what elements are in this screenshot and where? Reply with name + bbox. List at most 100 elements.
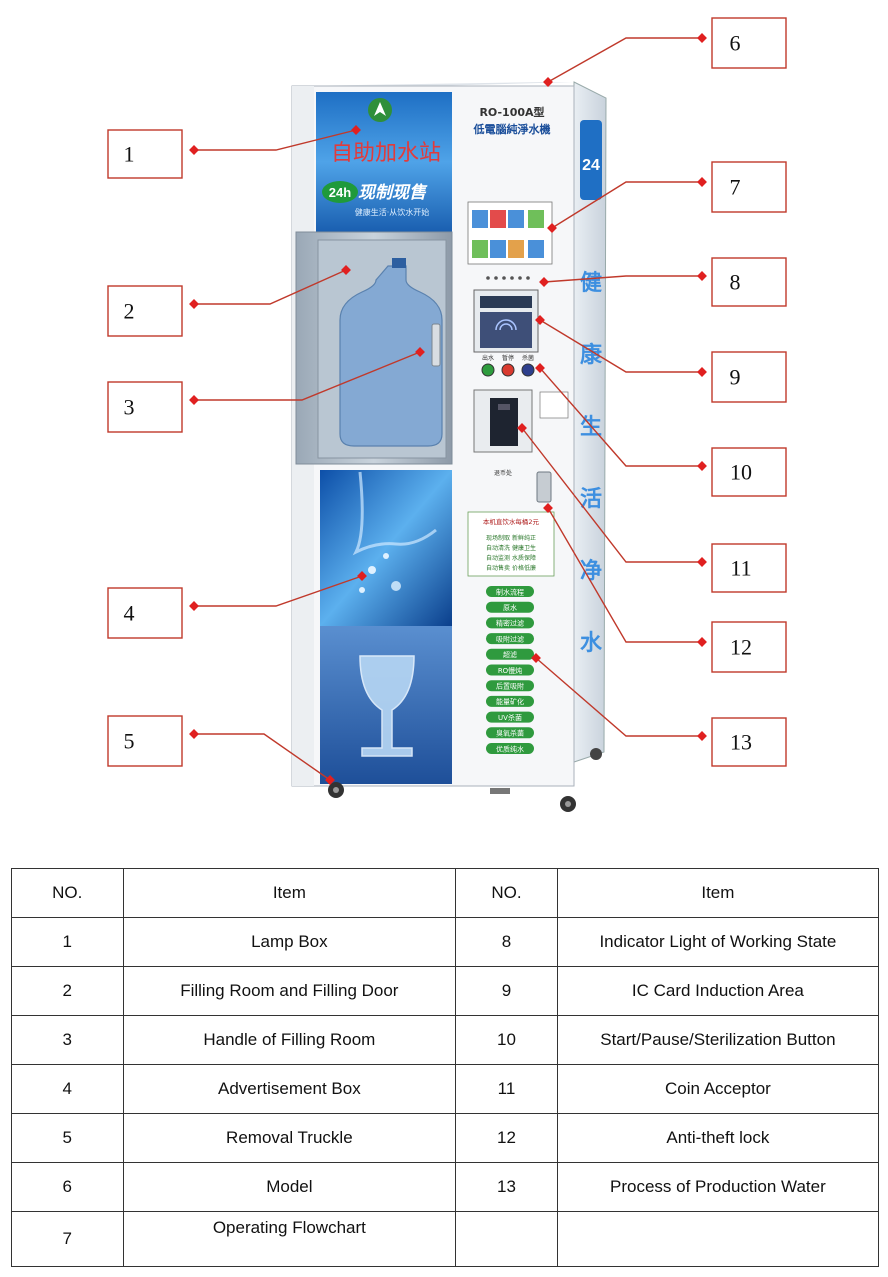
callout-2: 2 [107,285,183,337]
process-step-label: 臭氧杀菌 [496,729,524,738]
callout-10: 10 [711,447,787,497]
svg-text:8: 8 [730,270,741,295]
process-step-pill [486,664,534,676]
process-step-label: 制水流程 [496,587,524,596]
callout-7: 7 [711,161,787,213]
svg-text:7: 7 [730,175,741,200]
leader-6 [547,37,702,83]
svg-text:10: 10 [730,460,752,485]
callout-12: 12 [711,621,787,673]
indicator-lights [486,276,530,280]
leader-1 [194,129,357,151]
wheel-back-right [590,748,602,760]
info-panel: 本机直饮水每桶2元 现场制取 新鲜纯正 自动清洗 健康卫生 自动监测 水质保障 … [467,511,555,577]
vending-machine: 自助加水站 24h 现制现售 健康生活·从饮水开始 RO-100A型 低電腦純淨… [291,81,607,812]
cell-no: 8 [455,917,558,967]
side-char: 净 [580,558,602,584]
header-no-2: NO. [455,868,558,918]
cell-item: Removal Truckle [122,1113,457,1163]
start-button[interactable] [481,363,495,377]
process-step-label: 优质纯水 [496,744,524,753]
svg-text:13: 13 [730,730,752,755]
cell-item: Anti-theft lock [556,1113,880,1163]
svg-text:12: 12 [730,635,752,660]
info-line-3: 自动监测 水质保障 [486,554,536,562]
svg-text:2: 2 [124,299,135,324]
cell-no [455,1211,558,1267]
table-row: 2 Filling Room and Filling Door 9 IC Car… [11,966,880,1016]
side-char: 康 [580,342,603,368]
svg-text:5: 5 [124,729,135,754]
water-bottle [339,265,443,447]
cell-no: 7 [11,1211,124,1267]
button-label-2: 暂停 [502,354,514,362]
sterilize-button[interactable] [521,363,535,377]
info-line-4: 自动售卖 价格低廉 [486,564,536,572]
filling-door-handle[interactable] [431,323,441,367]
cell-no: 3 [11,1015,124,1065]
table-row: 6 Model 13 Process of Production Water [11,1162,880,1212]
coin-acceptor[interactable] [473,389,533,453]
advertisement-box [320,470,452,784]
filling-room [295,231,453,465]
process-step-pill [486,648,534,660]
process-step-label: 能量矿化 [496,697,524,706]
control-buttons[interactable]: 出水 暂停 杀菌 [481,354,535,377]
leader-12 [547,507,702,643]
wine-glass [359,655,415,757]
banner-sub: 现制现售 [358,183,428,203]
svg-text:11: 11 [730,556,751,581]
svg-text:9: 9 [730,365,741,390]
cell-item: Coin Acceptor [556,1064,880,1114]
info-line-1: 现场制取 新鲜纯正 [486,534,536,542]
leader-lines [194,37,702,781]
banner-title: 自助加水站 [331,141,441,166]
side-badge: 24 [582,157,600,174]
svg-text:3: 3 [124,395,135,420]
header-no-1: NO. [11,868,124,918]
leader-8 [543,275,702,283]
removal-truckles [328,748,602,812]
header-item-2: Item [556,868,880,918]
cell-item: Operating Flowchart [122,1211,457,1267]
cell-no: 6 [11,1162,124,1212]
process-step-pill [486,727,534,739]
side-char: 生 [580,415,602,440]
button-label-3: 杀菌 [522,354,534,362]
parts-table: NO. Item NO. Item 1 Lamp Box 8 Indicator… [11,868,880,1267]
leader-7 [551,181,702,229]
leader-4 [194,575,363,607]
process-step-pill [486,633,534,645]
anti-theft-lock[interactable] [536,471,552,503]
table-row: 5 Removal Truckle 12 Anti-theft lock [11,1113,880,1163]
cell-item: Handle of Filling Room [122,1015,457,1065]
leader-11 [521,427,702,563]
side-char: 水 [580,631,603,656]
table-row: 7 Operating Flowchart [11,1211,880,1267]
ic-card-area[interactable] [473,289,539,353]
lamp-box: 自助加水站 24h 现制现售 健康生活·从饮水开始 [316,92,452,232]
svg-text:6: 6 [730,31,741,56]
cell-item: Model [122,1162,457,1212]
coin-return-label: 退币处 [494,469,512,477]
callouts: 1 2 3 4 5 6 7 8 9 10 11 12 13 [107,17,787,767]
process-step-label: 吸附过滤 [496,634,524,643]
banner-24h: 24h [329,185,351,200]
cell-no: 9 [455,966,558,1016]
cell-item: Process of Production Water [556,1162,880,1212]
cell-no: 5 [11,1113,124,1163]
cell-no: 1 [11,917,124,967]
cell-item: Start/Pause/Sterilization Button [556,1015,880,1065]
table-header-row: NO. Item NO. Item [11,868,880,918]
callout-5: 5 [107,715,183,767]
process-step-pill [486,711,534,723]
table-row: 3 Handle of Filling Room 10 Start/Pause/… [11,1015,880,1065]
cell-no: 13 [455,1162,558,1212]
pause-button[interactable] [501,363,515,377]
banner-small: 健康生活·从饮水开始 [355,207,430,217]
cell-item: IC Card Induction Area [556,966,880,1016]
callout-3: 3 [107,381,183,433]
callout-13: 13 [711,717,787,767]
